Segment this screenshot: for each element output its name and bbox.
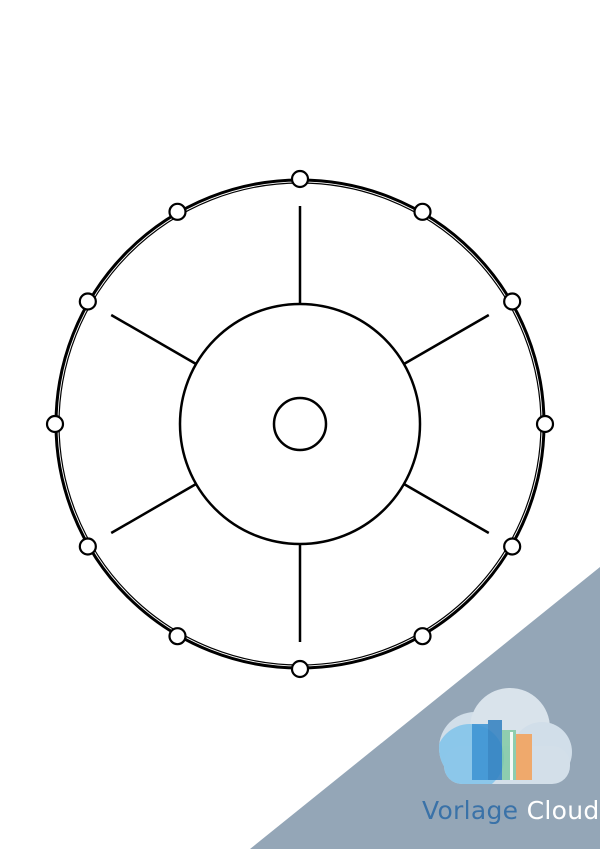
spoke (110, 482, 197, 535)
rim-marker (78, 537, 97, 556)
spokes (110, 206, 490, 642)
brand-name-part-b: Cloud (526, 796, 600, 825)
rim-marker (290, 169, 310, 189)
rim-marker (45, 414, 65, 434)
brand-name-part-a: Vorlage (422, 796, 519, 825)
brand-wordmark: Vorlage Cloud (422, 796, 600, 825)
rim-marker (503, 292, 522, 311)
spoke (110, 313, 197, 366)
rim-marker (503, 537, 522, 556)
rim-markers (45, 169, 555, 679)
rim-marker (78, 292, 97, 311)
rim-marker (413, 627, 432, 646)
spoke (403, 313, 490, 366)
rim-marker (413, 202, 432, 221)
axle (272, 396, 328, 452)
rim-marker (168, 202, 187, 221)
hub-ring (178, 302, 422, 546)
rim-marker (290, 659, 310, 679)
spoke (403, 482, 490, 535)
rim-marker (535, 414, 555, 434)
rim-marker (168, 627, 187, 646)
cloud-books-logo (439, 688, 572, 784)
